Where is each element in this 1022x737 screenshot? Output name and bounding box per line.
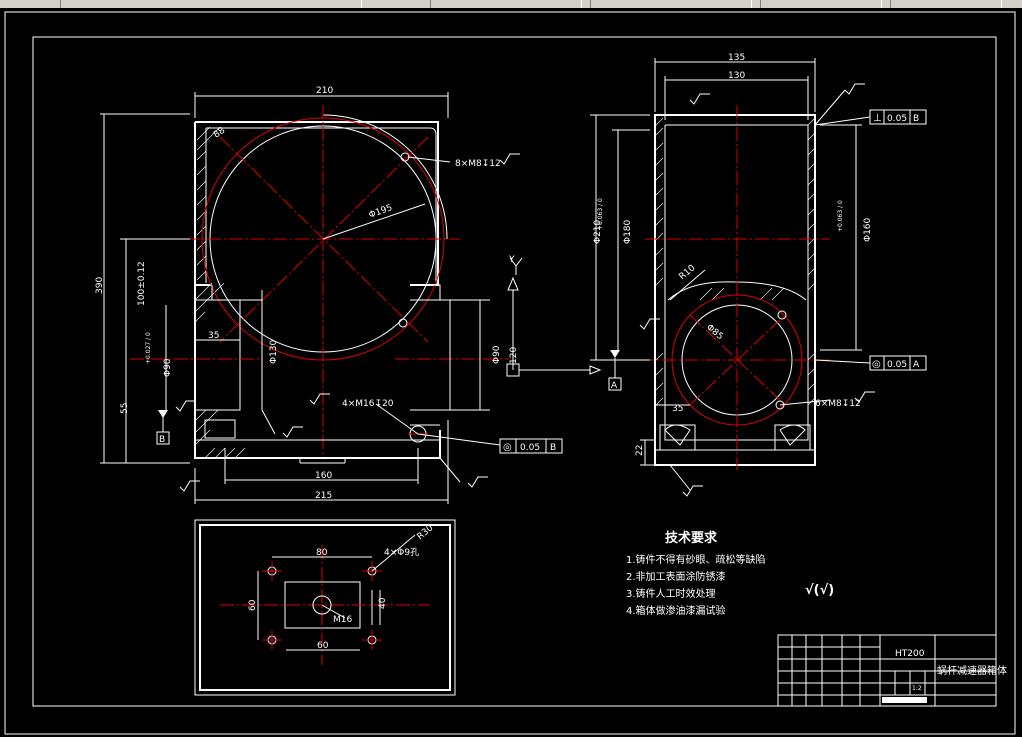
tech-req-item: 2.非加工表面涂防锈漆 [626,570,726,583]
tech-req-item: 1.铸件不得有砂眼、疏松等缺陷 [626,553,766,566]
tolerance-value: 0.05 [887,114,907,124]
toolbar-segment[interactable] [760,0,882,8]
dim-d90-tol: +0.027 / 0 [145,332,152,364]
dim-d130: Φ130 [269,339,279,364]
tolerance-datum: B [550,443,556,453]
dim-d210: Φ210 [593,219,603,244]
title-block: HT200 蜗杆减速器箱体 1:2 [777,634,1007,707]
bottom-m16-hole [312,595,332,615]
dim-130: 130 [728,71,745,81]
dim-160: 160 [315,471,332,481]
technical-requirements: 技术要求 1.铸件不得有砂眼、疏松等缺陷 2.非加工表面涂防锈漆 3.铸件人工时… [626,530,834,617]
tolerance-datum: A [913,360,920,370]
tolerance-datum: B [913,114,919,124]
side-outline [654,114,816,466]
tolerance-value: 0.05 [520,443,540,453]
sheet-outer-border [4,11,1016,735]
tech-req-item: 4.箱体做渗油漆漏试验 [626,604,726,617]
dim-d195: Φ195 [368,203,394,221]
dim-35: 35 [208,331,219,341]
title-scale: 1:2 [912,685,922,692]
window-toolbar-strip [0,0,1022,8]
front-tapped-hole [398,318,408,328]
dim-holes-top: 8×M8↧12 [455,159,501,169]
toolbar-segment[interactable] [590,0,752,8]
tolerance-symbol: ◎ [503,442,512,453]
dim-d90-right: Φ90 [492,345,502,364]
dim-60-vert: 60 [248,599,258,611]
tolerance-frame-perp [869,109,927,125]
dim-d180-tol: +0.063 / 0 [597,198,604,230]
tech-req-heading: 技术要求 [665,530,718,546]
cad-drawing-canvas[interactable]: ◎ 0.05 B 210 390 100±0.12 Φ195 8×M8↧12 8… [0,8,1022,737]
dim-390: 390 [95,277,105,294]
dim-100: 100±0.12 [137,261,147,306]
side-view: A ⊥ 0.05 B ◎ 0.05 A 135 130 Φ210 Φ180 +0… [590,53,927,497]
sheet-inner-border [32,36,997,707]
dim-80: 80 [316,548,328,558]
dim-d160: Φ160 [863,217,873,242]
front-wall-hatching [194,126,246,459]
datum-A-label: A [611,381,618,391]
dim-d85: Φ85 [704,323,725,343]
dim-d160-tol: +0.063 / 0 [837,200,844,232]
datum-Y-label: Y [508,255,515,265]
dim-60: 60 [317,641,329,651]
toolbar-segment[interactable] [890,0,1002,8]
side-tapped-hole [777,310,787,320]
dim-135: 135 [728,53,745,63]
dim-d90: Φ90 [163,358,173,377]
dim-bolt: 4×M16↧20 [342,399,394,409]
tolerance-symbol: ⊥ [873,113,882,124]
front-view: ◎ 0.05 B 210 390 100±0.12 Φ195 8×M8↧12 8… [95,86,602,504]
tolerance-frame-A [869,355,927,371]
dim-215: 215 [315,491,332,501]
toolbar-segment[interactable] [430,0,582,8]
tolerance-value: 0.05 [887,360,907,370]
toolbar-segment[interactable] [60,0,362,8]
dim-m16: M16 [333,615,352,625]
datum-B-label: B [159,435,165,445]
dim-210: 210 [316,86,333,96]
title-material: HT200 [895,649,925,659]
title-part-name: 蜗杆减速器箱体 [937,664,1007,677]
dim-bottom-holes: 4×Φ9孔 [384,547,419,558]
tech-req-item: 3.铸件人工时效处理 [626,587,716,600]
bottom-view: 80 60 60 40 4×Φ9孔 M16 R30 [194,519,456,696]
dim-22: 22 [635,445,645,456]
tolerance-symbol: ◎ [872,359,881,370]
roughness-note: √(√) [805,583,834,598]
dim-120: 120 [509,347,519,364]
tolerance-frame-B [499,438,563,454]
dim-40: 40 [378,597,388,609]
bottom-outline [199,524,451,691]
dim-side-35: 35 [672,404,683,414]
dim-55: 55 [120,403,130,414]
dim-side-holes: 6×M8↧12 [815,399,861,409]
dim-d180: Φ180 [623,219,633,244]
